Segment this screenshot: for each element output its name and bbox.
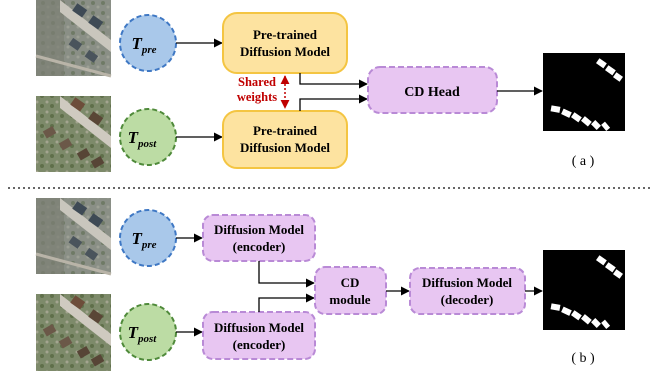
arrow-encoder-bottom-to-cd [258, 293, 315, 312]
cd-head: CD Head [367, 66, 498, 114]
encoder-top-line2: (encoder) [233, 239, 286, 254]
model-bottom-line2: Diffusion Model [240, 140, 330, 155]
t-pre-sub-b: pre [141, 239, 157, 251]
cd-module-line1: CD [341, 275, 360, 290]
shared-label-line1: Shared [238, 75, 276, 89]
cd-module-line2: module [329, 292, 370, 307]
encoder-bottom: Diffusion Model (encoder) [202, 311, 316, 360]
pretrained-model-top: Pre-trained Diffusion Model [222, 12, 348, 74]
satellite-image-post-b [36, 294, 111, 371]
svg-text:Tpre: Tpre [131, 34, 156, 56]
change-mask-output-a [543, 53, 625, 131]
satellite-image-pre-b [35, 198, 112, 276]
panel-a: Tpre Tpost Pre-trained Diffusion Model P… [35, 0, 625, 172]
t-post-label-b: T [128, 323, 139, 342]
satellite-image-pre-a [35, 0, 112, 78]
t-pre-sub-a: pre [141, 44, 157, 56]
t-pre-node-a: Tpre [119, 14, 177, 72]
t-pre-node-b: Tpre [119, 209, 177, 267]
t-post-label-a: T [128, 128, 139, 147]
change-mask-output-b [543, 250, 625, 330]
caption-b: ( b ) [571, 351, 595, 366]
svg-text:Tpost: Tpost [128, 323, 158, 345]
shared-label-line2: weights [237, 90, 277, 104]
arrow-encoder-top-to-cd [258, 261, 315, 288]
caption-a: ( a ) [572, 154, 595, 169]
svg-text:Tpre: Tpre [131, 229, 156, 251]
arrow-model-bottom-to-head [299, 94, 368, 111]
satellite-image-post-a [36, 96, 111, 172]
t-post-node-a: Tpost [119, 108, 177, 166]
pretrained-model-bottom: Pre-trained Diffusion Model [222, 110, 348, 169]
encoder-bottom-line2: (encoder) [233, 337, 286, 352]
panel-b: Tpre Tpost Diffusion Model (encoder) Dif… [35, 198, 625, 371]
arrow-model-top-to-head [299, 73, 368, 89]
encoder-bottom-line1: Diffusion Model [214, 320, 304, 335]
cd-head-label: CD Head [404, 85, 460, 100]
t-post-node-b: Tpost [119, 303, 177, 361]
svg-text:Tpost: Tpost [128, 128, 158, 150]
decoder: Diffusion Model (decoder) [409, 267, 526, 315]
decoder-line2: (decoder) [441, 292, 494, 307]
model-top-line2: Diffusion Model [240, 44, 330, 59]
model-bottom-line1: Pre-trained [253, 123, 318, 138]
t-pre-label-a: T [131, 34, 142, 53]
t-post-sub-b: post [137, 333, 157, 345]
cd-module: CD module [314, 266, 387, 315]
model-top-line1: Pre-trained [253, 27, 318, 42]
encoder-top-line1: Diffusion Model [214, 222, 304, 237]
t-pre-label-b: T [131, 229, 142, 248]
encoder-top: Diffusion Model (encoder) [202, 214, 316, 262]
decoder-line1: Diffusion Model [422, 275, 512, 290]
t-post-sub-a: post [137, 138, 157, 150]
